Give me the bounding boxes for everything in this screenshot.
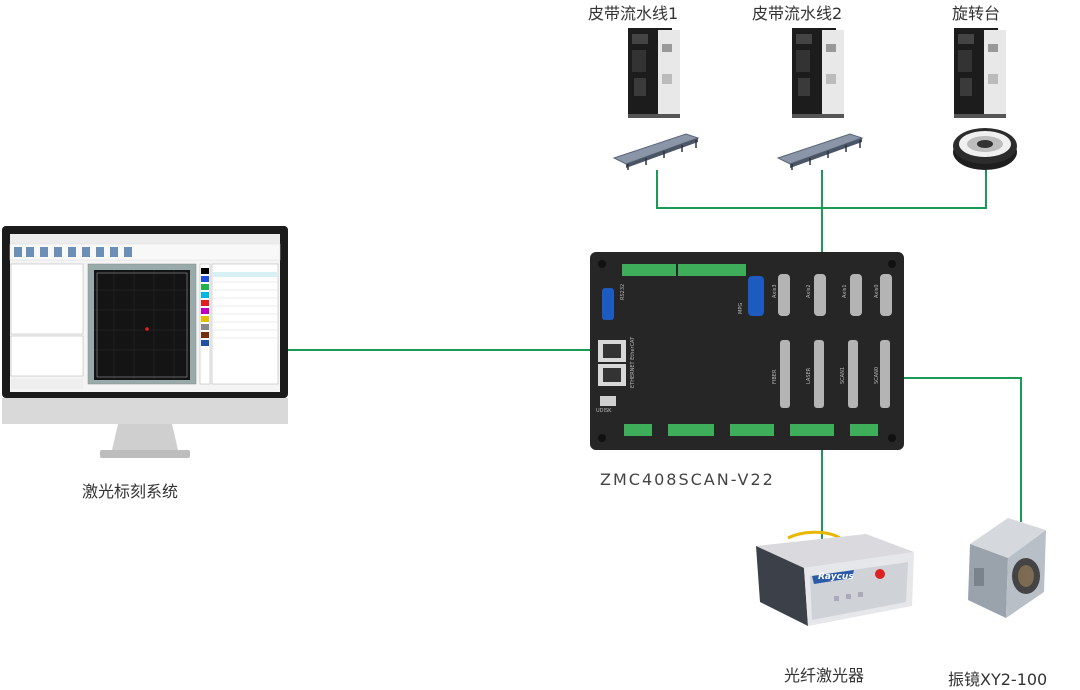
controller-label: ZMC408SCAN-V22	[600, 470, 775, 489]
port-scan1: SCAN1	[840, 366, 846, 384]
monitor-icon	[2, 226, 288, 458]
port-scan0: SCAN0	[874, 366, 880, 384]
rotary-table-icon	[953, 128, 1017, 170]
conveyor2-label: 皮带流水线2	[752, 4, 843, 23]
port-axis1: Axis1	[842, 284, 848, 298]
port-rs232: RS232	[620, 283, 626, 300]
port-axis2: Axis2	[806, 284, 812, 298]
port-udisk: UDISK	[596, 408, 612, 414]
servo-drive-icon	[954, 28, 1006, 118]
conveyor1-label: 皮带流水线1	[588, 4, 679, 23]
laser-label: 光纤激光器	[784, 666, 865, 685]
servo-drive-icon	[628, 28, 680, 118]
galvo-label: 振镜XY2-100	[948, 670, 1048, 689]
port-axis3: Axis3	[772, 284, 778, 298]
port-laser: LASER	[806, 367, 812, 384]
servo-drive-icon	[792, 28, 844, 118]
conveyor-belt-icon	[612, 133, 700, 170]
fiber-laser-icon	[756, 530, 914, 626]
port-axis0: Axis0	[874, 284, 880, 298]
galvo-scanner-icon	[968, 518, 1046, 618]
controller-board	[590, 252, 904, 450]
port-ethernet: ETHERNET EtherCAT	[630, 336, 636, 388]
port-mpg: MPG	[738, 302, 744, 314]
conveyor-belt-icon	[776, 133, 864, 170]
port-fiber: FIBER	[772, 369, 778, 384]
laser-brand: Raycus	[818, 572, 854, 582]
computer-label: 激光标刻系统	[82, 482, 179, 501]
line-galvo	[890, 377, 1022, 522]
rotary-label: 旋转台	[952, 4, 1001, 23]
